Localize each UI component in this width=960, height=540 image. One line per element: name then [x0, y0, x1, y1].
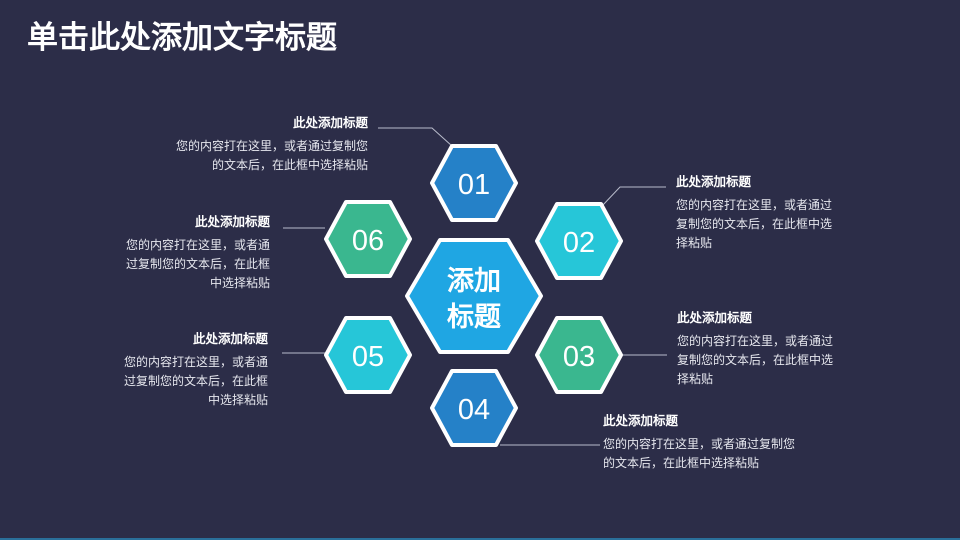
- callout-06-title[interactable]: 此处添加标题: [194, 214, 270, 229]
- hexagon-04-label: 04: [458, 394, 490, 426]
- callout-02-line: 择粘贴: [676, 236, 713, 250]
- callout-06-line: 过复制您的文本后，在此框: [125, 257, 270, 271]
- callout-06-line: 中选择粘贴: [209, 276, 270, 290]
- callout-03-line: 择粘贴: [677, 372, 714, 386]
- callout-02-title[interactable]: 此处添加标题: [676, 174, 752, 189]
- hexagon-01[interactable]: 01: [430, 144, 518, 222]
- callout-04: 此处添加标题 您的内容打在这里，或者通过复制您 的文本后，在此框中选择粘贴: [603, 413, 795, 473]
- hexagon-01-label: 01: [458, 169, 490, 201]
- callout-02-line: 您的内容打在这里，或者通过: [676, 198, 833, 212]
- slide-title[interactable]: 单击此处添加文字标题: [27, 20, 337, 56]
- hexagon-02-label: 02: [563, 227, 595, 259]
- callout-05-line: 过复制您的文本后，在此框: [123, 374, 268, 388]
- hexagon-03-shape: [535, 316, 623, 394]
- callout-05-body[interactable]: 您的内容打在这里，或者通 过复制您的文本后，在此框 中选择粘贴: [124, 353, 268, 410]
- callout-01-line: 的文本后，在此框中选择粘贴: [211, 158, 368, 172]
- callout-04-line: 的文本后，在此框中选择粘贴: [603, 456, 760, 470]
- callout-05-line: 中选择粘贴: [207, 393, 268, 407]
- center-hexagon-shape: [405, 238, 543, 354]
- callout-04-title[interactable]: 此处添加标题: [603, 413, 679, 428]
- hexagon-04[interactable]: 04: [430, 369, 518, 447]
- center-hexagon[interactable]: 添加 标题: [405, 238, 543, 354]
- callout-03-line: 您的内容打在这里，或者通过: [677, 334, 834, 348]
- callout-01-title[interactable]: 此处添加标题: [292, 115, 368, 130]
- callout-03: 此处添加标题 您的内容打在这里，或者通过 复制您的文本后，在此框中选 择粘贴: [677, 310, 833, 389]
- hexagon-02-shape: [535, 202, 623, 280]
- hexagon-06[interactable]: 06: [324, 200, 412, 278]
- callout-05-line: 您的内容打在这里，或者通: [123, 355, 268, 369]
- callout-02-body[interactable]: 您的内容打在这里，或者通过 复制您的文本后，在此框中选 择粘贴: [676, 196, 832, 253]
- hexagon-05-label: 05: [352, 341, 384, 373]
- bottom-border: [0, 538, 960, 540]
- callout-03-body[interactable]: 您的内容打在这里，或者通过 复制您的文本后，在此框中选 择粘贴: [677, 332, 833, 389]
- callout-04-line: 您的内容打在这里，或者通过复制您: [603, 437, 796, 451]
- callout-02: 此处添加标题 您的内容打在这里，或者通过 复制您的文本后，在此框中选 择粘贴: [676, 174, 832, 253]
- hexagon-01-shape: [430, 144, 518, 222]
- callout-01-line: 您的内容打在这里，或者通过复制您: [175, 139, 368, 153]
- connector-02: [601, 186, 666, 207]
- center-hexagon-line1: 添加: [447, 266, 501, 297]
- callout-02-line: 复制您的文本后，在此框中选: [676, 217, 833, 231]
- center-hexagon-line2: 标题: [447, 302, 501, 333]
- hexagon-03[interactable]: 03: [535, 316, 623, 394]
- hexagon-05-shape: [324, 316, 412, 394]
- connector-lines: [282, 127, 667, 446]
- hexagon-06-label: 06: [352, 225, 384, 257]
- callout-05-title[interactable]: 此处添加标题: [192, 331, 268, 346]
- hexagon-02[interactable]: 02: [535, 202, 623, 280]
- callout-03-title[interactable]: 此处添加标题: [677, 310, 753, 325]
- connector-01: [378, 127, 453, 147]
- callout-01: 此处添加标题 您的内容打在这里，或者通过复制您 的文本后，在此框中选择粘贴: [176, 115, 368, 175]
- hexagon-06-shape: [324, 200, 412, 278]
- callout-01-body[interactable]: 您的内容打在这里，或者通过复制您 的文本后，在此框中选择粘贴: [176, 137, 368, 175]
- callout-03-line: 复制您的文本后，在此框中选: [677, 353, 834, 367]
- callout-06-body[interactable]: 您的内容打在这里，或者通 过复制您的文本后，在此框 中选择粘贴: [126, 236, 270, 293]
- callout-06-line: 您的内容打在这里，或者通: [125, 238, 270, 252]
- hexagon-04-shape: [430, 369, 518, 447]
- hexagon-03-label: 03: [563, 341, 595, 373]
- callout-04-body[interactable]: 您的内容打在这里，或者通过复制您 的文本后，在此框中选择粘贴: [603, 435, 795, 473]
- callout-05: 此处添加标题 您的内容打在这里，或者通 过复制您的文本后，在此框 中选择粘贴: [124, 331, 268, 410]
- hexagon-05[interactable]: 05: [324, 316, 412, 394]
- callout-06: 此处添加标题 您的内容打在这里，或者通 过复制您的文本后，在此框 中选择粘贴: [126, 214, 270, 293]
